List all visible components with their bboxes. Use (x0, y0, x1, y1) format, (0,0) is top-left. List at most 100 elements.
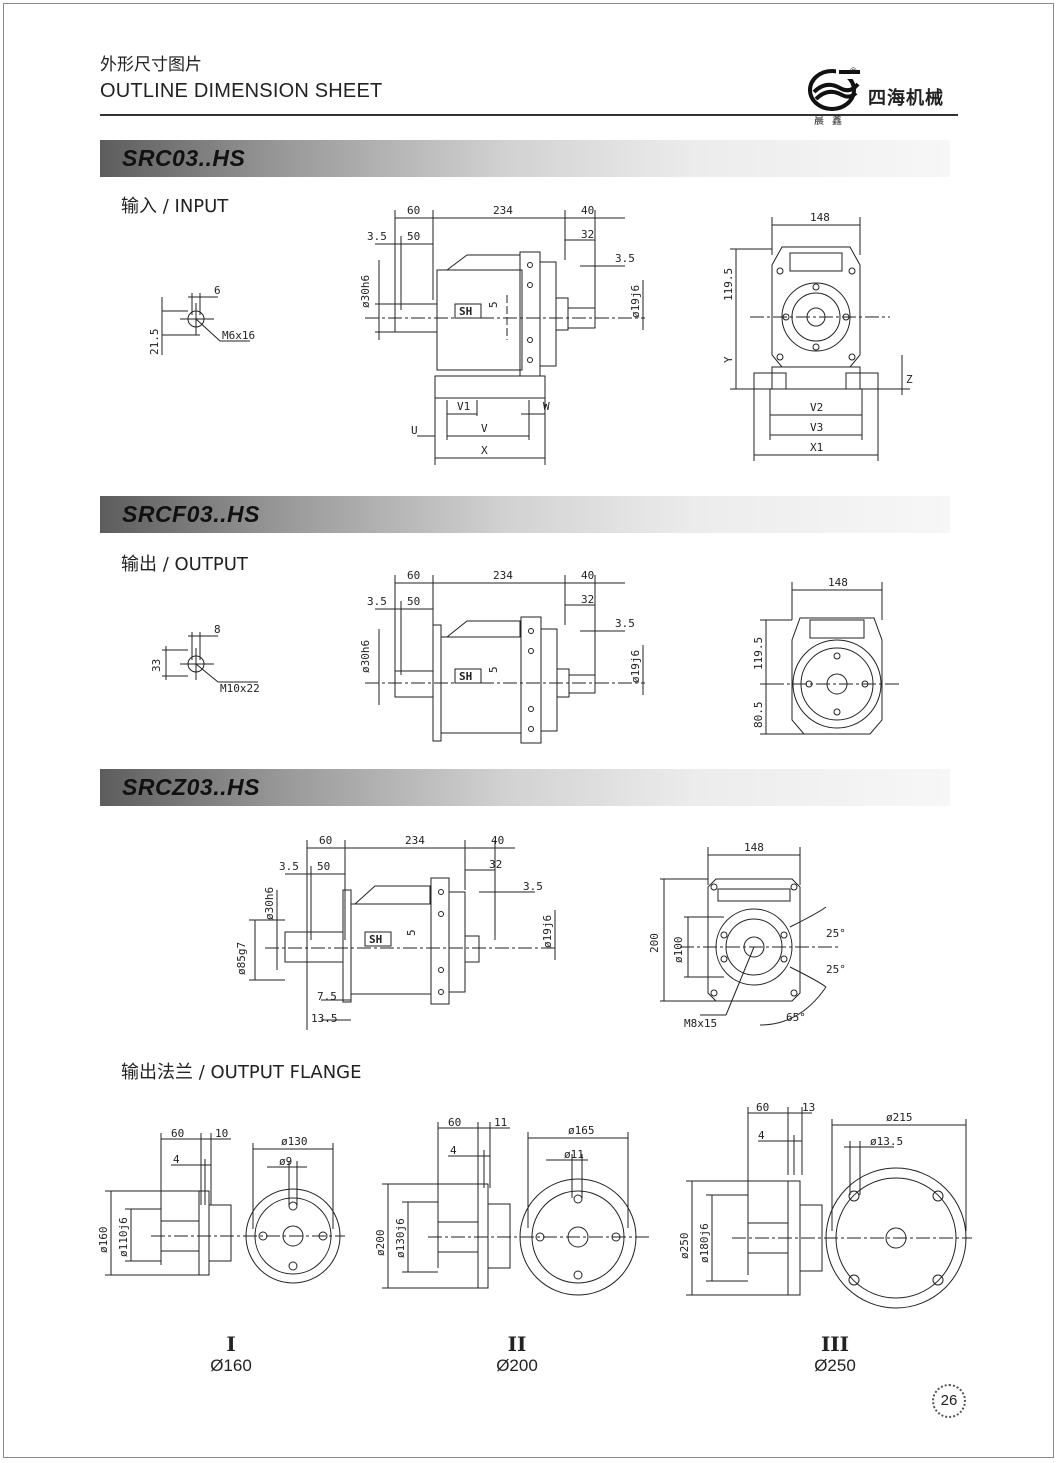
dim-5: 5 (487, 666, 500, 673)
flange-1-dim-4: 4 (173, 1153, 180, 1166)
dim-V3: V3 (810, 421, 823, 434)
dim-200: 200 (648, 933, 661, 953)
dim-angle-65: 65° (786, 1011, 806, 1024)
section-subtitle-output: 输出 / OUTPUT (121, 554, 248, 575)
section-band-src03: SRC03..HS (100, 140, 950, 177)
sh-mark-box (455, 304, 481, 318)
flange-3-diameter: Ø250 (814, 1356, 856, 1375)
dim-shaft-30h6: ø30h6 (263, 887, 276, 920)
dim-U: U (411, 424, 418, 437)
flange-1-diameter: Ø160 (210, 1356, 252, 1375)
header-rule (100, 114, 958, 116)
dim-shaft-19j6: ø19j6 (629, 650, 642, 683)
sh-mark: SH (459, 305, 472, 318)
flange-3-drawing: 60 13 4 ø215 ø13.5 ø250 ø180j6 (678, 1101, 977, 1340)
dim-60: 60 (407, 569, 420, 582)
dim-V2: V2 (810, 401, 823, 414)
flange-2-dim-pcd: ø165 (568, 1124, 595, 1137)
dim-32: 32 (489, 858, 502, 871)
dim-5: 5 (487, 301, 500, 308)
header-title-en: OUTLINE DIMENSION SHEET (100, 80, 383, 102)
dim-119-5: 119.5 (752, 637, 765, 670)
dim-234: 234 (493, 569, 513, 582)
dim-shaft-19j6: ø19j6 (629, 285, 642, 318)
flange-3-dim-4: 4 (758, 1129, 765, 1142)
section-band-srcf03: SRCF03..HS (100, 496, 950, 533)
dim-shaft-30h6: ø30h6 (359, 275, 372, 308)
flange-end-view-drawing: 148 200 ø100 25° 25° 65° M8x15 (648, 841, 846, 1030)
flange-2-diameter: Ø200 (496, 1356, 538, 1375)
dim-V1: V1 (457, 400, 470, 413)
dim-32: 32 (581, 228, 594, 241)
header-title-cn: 外形尺寸图片 (100, 55, 202, 75)
dim-d100: ø100 (672, 937, 685, 964)
dim-shaft-30h6: ø30h6 (359, 640, 372, 673)
logo-subtext: 晨鑫 (814, 116, 850, 127)
sh-mark: SH (369, 933, 382, 946)
flange-2-dim-pilot: ø130j6 (394, 1218, 407, 1258)
flange-1-drawing: 60 10 4 ø130 ø9 ø160 ø110j6 (97, 1127, 355, 1325)
flange-1-dim-60: 60 (171, 1127, 184, 1140)
flange-2-dim-4: 4 (450, 1144, 457, 1157)
dim-angle-25-bottom: 25° (826, 963, 846, 976)
dim-5: 5 (405, 929, 418, 936)
flange-1-dim-pcd: ø130 (281, 1135, 308, 1148)
input-key-detail-drawing: 6 21.5 M6x16 (148, 284, 255, 356)
dim-key-6: 6 (214, 284, 221, 297)
dim-234: 234 (405, 834, 425, 847)
section-title: SRCF03..HS (122, 501, 260, 527)
flange-3-dim-thk: 13 (802, 1101, 815, 1114)
flange-3-dim-outer: ø250 (678, 1233, 691, 1260)
dim-thread-m8: M8x15 (684, 1017, 717, 1030)
output-key-detail-drawing: 8 33 M10x22 (150, 623, 260, 695)
dim-3-5: 3.5 (367, 595, 387, 608)
flange-3-roman: III (820, 1332, 850, 1356)
dim-key-8: 8 (214, 623, 221, 636)
input-end-view-drawing: 148 119.5 Y Z V2 V3 X1 (722, 211, 913, 465)
flange-1-dim-outer: ø160 (97, 1227, 110, 1254)
dim-60: 60 (319, 834, 332, 847)
dim-V: V (481, 422, 488, 435)
flange-3-dim-pcd: ø215 (886, 1111, 913, 1124)
flange-2-roman: II (507, 1332, 527, 1356)
section-subtitle-flange: 输出法兰 / OUTPUT FLANGE (121, 1062, 362, 1083)
flange-2-dim-thk: 11 (494, 1116, 507, 1129)
sh-mark-box (455, 669, 481, 683)
dim-X1: X1 (810, 441, 823, 454)
dim-W: W (543, 400, 550, 413)
dim-40: 40 (581, 204, 594, 217)
flange-side-view-drawing: SH 60 234 40 3.5 50 32 3.5 5 ø30h6 ø85g7… (235, 834, 570, 1040)
flange-1-dim-thk: 10 (215, 1127, 228, 1140)
dim-angle-25-top: 25° (826, 927, 846, 940)
dim-3-5: 3.5 (279, 860, 299, 873)
flange-2-dim-outer: ø200 (374, 1230, 387, 1257)
dim-key-21-5: 21.5 (148, 329, 161, 356)
dim-Y: Y (722, 356, 735, 363)
flange-1-roman: I (226, 1332, 236, 1356)
dim-80-5: 80.5 (752, 702, 765, 729)
dim-13-5: 13.5 (311, 1012, 338, 1025)
dim-key-33: 33 (150, 659, 163, 672)
section-title: SRCZ03..HS (122, 774, 260, 800)
dim-pilot-85g7: ø85g7 (235, 942, 248, 975)
dim-50: 50 (407, 595, 420, 608)
flange-3-dim-60: 60 (756, 1101, 769, 1114)
sh-mark-box (365, 932, 391, 946)
dim-50: 50 (407, 230, 420, 243)
section-band-srcz03: SRCZ03..HS (100, 769, 950, 806)
output-side-view-drawing: SH 60 234 40 3.5 50 32 3.5 5 ø30h6 ø19j6 (359, 569, 660, 755)
dim-3-5: 3.5 (367, 230, 387, 243)
dim-148: 148 (744, 841, 764, 854)
registered-mark: ® (850, 66, 857, 76)
dim-40: 40 (581, 569, 594, 582)
dim-40: 40 (491, 834, 504, 847)
dim-thread-m10: M10x22 (220, 682, 260, 695)
dim-3-5-right: 3.5 (523, 880, 543, 893)
dim-148: 148 (828, 576, 848, 589)
output-end-view-drawing: 148 119.5 80.5 (752, 576, 910, 750)
page-frame (3, 3, 1054, 1458)
flange-1-dim-hole: ø9 (279, 1155, 292, 1168)
dim-50: 50 (317, 860, 330, 873)
dim-thread-m6: M6x16 (222, 329, 255, 342)
dim-3-5-right: 3.5 (615, 252, 635, 265)
